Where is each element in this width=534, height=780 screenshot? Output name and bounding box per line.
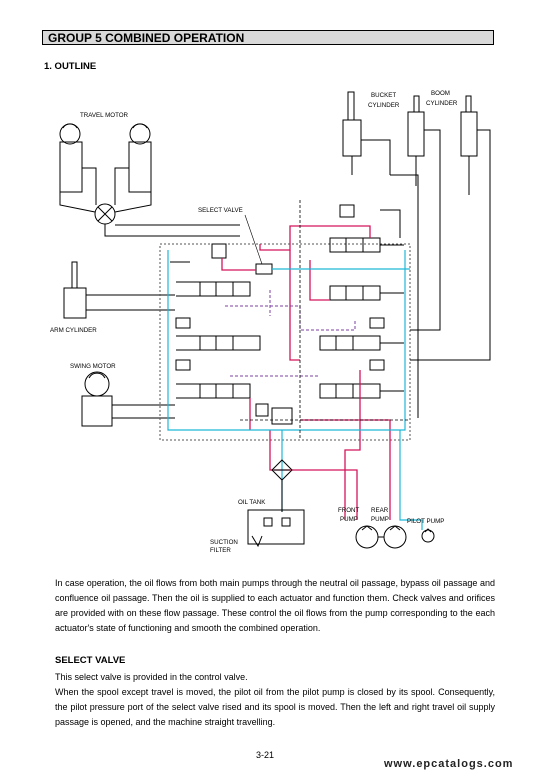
select-valve-heading: SELECT VALVE xyxy=(55,655,126,666)
travel-motor-group xyxy=(59,123,240,237)
boom-cylinder-label-1: BOOM xyxy=(431,90,450,97)
suction-filter-label-1: SUCTION xyxy=(210,539,238,546)
pump-group xyxy=(355,525,435,549)
suction-filter-label-2: FILTER xyxy=(210,547,231,554)
hydraulic-circuit-diagram: TRAVEL MOTOR BUCKET CYLINDER BOOM CYLIND… xyxy=(50,90,491,554)
bucket-cylinder-label-1: BUCKET xyxy=(371,92,396,99)
page-number: 3-21 xyxy=(256,750,275,760)
watermark: www.epcatalogs.com xyxy=(384,758,514,770)
group-title: GROUP 5 COMBINED OPERATION xyxy=(42,30,494,45)
pilot-lines xyxy=(167,250,423,530)
tank-return-lines xyxy=(240,200,410,440)
bucket-cylinder-label-2: CYLINDER xyxy=(368,102,400,109)
oil-tank-group xyxy=(247,459,305,548)
arm-cylinder-label: ARM CYLINDER xyxy=(50,327,97,334)
section-title: 1. OUTLINE xyxy=(44,61,97,72)
outline-paragraph: In case operation, the oil flows from bo… xyxy=(55,578,495,633)
cylinders-group xyxy=(342,91,491,235)
front-pump-label-2: PUMP xyxy=(340,516,358,523)
swing-motor-group xyxy=(81,371,175,427)
travel-motor-label: TRAVEL MOTOR xyxy=(80,112,129,119)
boom-cylinder-label-2: CYLINDER xyxy=(426,100,458,107)
drain-lines xyxy=(225,290,356,377)
front-pump-label-1: FRONT xyxy=(338,507,360,514)
swing-motor-label: SWING MOTOR xyxy=(70,363,116,370)
control-valve-block xyxy=(159,204,411,441)
pilot-pump-label: PILOT PUMP xyxy=(407,518,444,525)
arm-cylinder-group xyxy=(63,261,175,319)
rear-pump-label-2: PUMP xyxy=(371,516,389,523)
rear-pump-label-1: REAR xyxy=(371,507,389,514)
select-valve-label: SELECT VALVE xyxy=(198,207,243,214)
select-valve-intro: This select valve is provided in the con… xyxy=(55,672,248,682)
select-valve-description: When the spool except travel is moved, t… xyxy=(55,687,495,727)
oil-tank-label: OIL TANK xyxy=(238,499,266,506)
pressure-lines xyxy=(221,225,391,520)
